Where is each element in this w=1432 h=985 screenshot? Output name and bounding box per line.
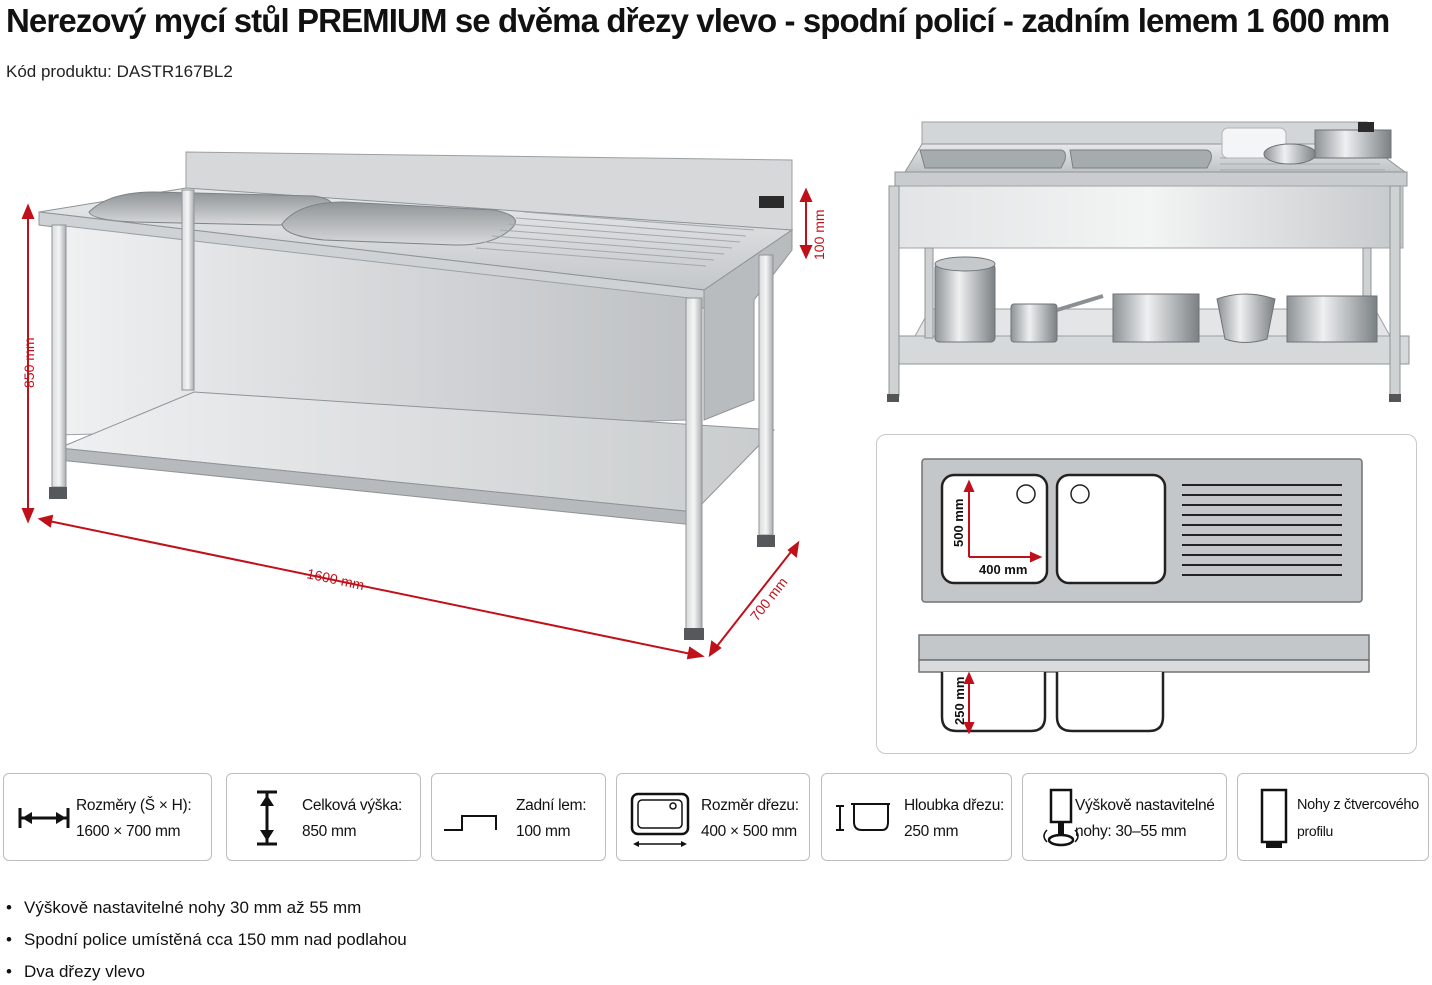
bullet-icon: • xyxy=(6,898,12,917)
feature-text: Spodní police umístěná cca 150 mm nad po… xyxy=(24,930,407,949)
sink-depth-icon xyxy=(836,803,890,831)
spec-card-dimensions: Rozměry (Š × H): 1600 × 700 mm xyxy=(3,773,212,861)
dim-height-label: 850 mm xyxy=(21,337,37,388)
spec-value: 1600 × 700 mm xyxy=(76,823,181,840)
spec-label: Rozměry (Š × H): xyxy=(76,797,192,814)
square-leg-icon xyxy=(1260,788,1288,848)
spec-card-sink-size: Rozměr dřezu: 400 × 500 mm xyxy=(616,773,810,861)
width-arrows-icon xyxy=(18,808,70,828)
backsplash-icon xyxy=(444,815,497,831)
list-item: • Dva dřezy vlevo xyxy=(6,962,407,985)
list-item: • Výškově nastavitelné nohy 30 mm až 55 m… xyxy=(6,898,407,930)
spec-value: 400 × 500 mm xyxy=(701,823,797,840)
bullet-icon: • xyxy=(6,930,12,949)
spec-label: Nohy z čtvercového xyxy=(1297,797,1419,813)
sink-depth-label: 250 mm xyxy=(952,677,967,725)
sink-diagram-panel: 500 mm 400 mm 250 mm xyxy=(876,434,1417,754)
feature-text: Výškově nastavitelné nohy 30 mm až 55 mm xyxy=(24,898,362,917)
product-code: Kód produktu: DASTR167BL2 xyxy=(6,62,233,81)
spec-label: Hloubka dřezu: xyxy=(904,797,1005,814)
spec-label: Celková výška: xyxy=(302,797,403,814)
spec-value: 850 mm xyxy=(302,823,357,840)
product-main-image: 850 mm 1600 mm 700 mm 100 mm xyxy=(14,130,844,670)
spec-label: Zadní lem: xyxy=(516,797,587,814)
spec-card-height: Celková výška: 850 mm xyxy=(226,773,421,861)
page-title: Nerezový mycí stůl PREMIUM se dvěma dřez… xyxy=(6,2,1390,39)
spec-card-square-legs: Nohy z čtvercového profilu xyxy=(1237,773,1429,861)
sink-width-label: 400 mm xyxy=(979,562,1027,577)
spec-value: 100 mm xyxy=(516,823,571,840)
adjustable-foot-icon xyxy=(1043,788,1079,847)
spec-label: Výškově nastavitelné xyxy=(1075,797,1215,814)
spec-row: Rozměry (Š × H): 1600 × 700 mm Celková v… xyxy=(0,773,1432,861)
spec-card-sink-depth: Hloubka dřezu: 250 mm xyxy=(821,773,1012,861)
list-item: • Spodní police umístěná cca 150 mm nad p… xyxy=(6,930,407,962)
spec-card-backsplash: Zadní lem: 100 mm xyxy=(431,773,606,861)
spec-label: Rozměr dřezu: xyxy=(701,797,799,814)
spec-value: 250 mm xyxy=(904,823,959,840)
dim-width-label: 1600 mm xyxy=(305,565,365,593)
sink-size-icon xyxy=(630,792,690,847)
spec-value: profilu xyxy=(1297,823,1334,839)
dim-backsplash-label: 100 mm xyxy=(811,209,827,260)
feature-text: Dva dřezy vlevo xyxy=(24,962,145,981)
spec-card-adjustable-feet: Výškově nastavitelné nohy: 30–55 mm xyxy=(1022,773,1227,861)
height-arrow-icon xyxy=(257,790,277,846)
product-photo xyxy=(875,114,1425,414)
bullet-icon: • xyxy=(6,962,12,981)
sink-height-label: 500 mm xyxy=(951,499,966,547)
feature-list: • Výškově nastavitelné nohy 30 mm až 55 m… xyxy=(6,898,407,985)
spec-value: nohy: 30–55 mm xyxy=(1075,823,1187,840)
